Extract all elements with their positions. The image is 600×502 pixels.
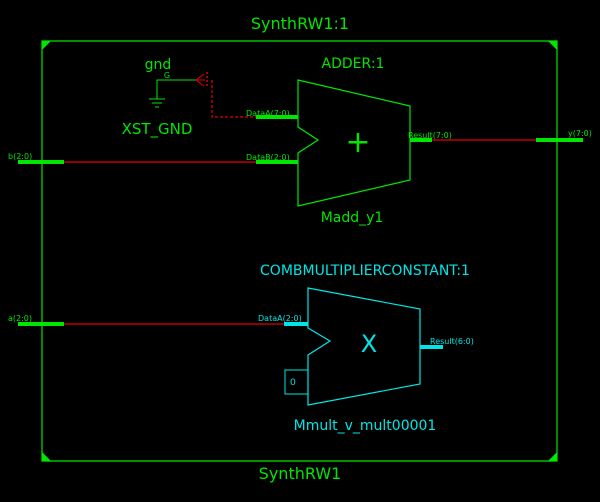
adder-type-label: ADDER:1 — [322, 56, 385, 72]
gnd-instance-label: XST_GND — [122, 120, 193, 139]
module-name-label: SynthRW1 — [259, 464, 342, 483]
port-a[interactable]: a(2:0) — [8, 314, 64, 326]
adder-plus-symbol: + — [345, 125, 370, 160]
gnd-wire — [156, 79, 196, 99]
adder-pin-dataa-label: DataA(7:0) — [246, 109, 290, 118]
multiplier-block[interactable]: COMBMULTIPLIERCONSTANT:1 X DataA(2:0) Re… — [258, 263, 474, 434]
adder-pin-datab-label: DataB(2:0) — [246, 153, 290, 162]
port-y[interactable]: y(7:0) — [536, 129, 592, 142]
frame-corner-bottom-right — [548, 452, 557, 461]
gnd-title: gnd — [145, 57, 172, 73]
multiplier-pin-dataa-label: DataA(2:0) — [258, 314, 302, 323]
multiplier-pin-result-label: Result(6:0) — [430, 337, 474, 346]
frame-corner-bottom-left — [42, 452, 51, 461]
module-instance-label: SynthRW1:1 — [251, 14, 349, 33]
port-b-label: b(2:0) — [8, 152, 32, 161]
adder-block[interactable]: ADDER:1 + DataA(7:0) DataB(2:0) Result(7… — [246, 56, 452, 226]
adder-body[interactable] — [297, 79, 411, 207]
port-a-label: a(2:0) — [8, 314, 32, 323]
port-y-label: y(7:0) — [568, 129, 592, 138]
net-gnd-to-adder[interactable] — [211, 80, 256, 118]
port-b[interactable]: b(2:0) — [8, 152, 64, 164]
ground-symbol[interactable]: gnd G XST_GND — [122, 57, 208, 139]
frame-corner-top-left — [42, 41, 51, 50]
gnd-pin-label: G — [164, 71, 170, 80]
nets — [64, 79, 536, 325]
multiplier-x-symbol: X — [361, 330, 377, 358]
multiplier-type-label: COMBMULTIPLIERCONSTANT:1 — [260, 263, 470, 279]
adder-pin-result-label: Result(7:0) — [408, 131, 452, 140]
multiplier-constant-box[interactable] — [284, 369, 309, 395]
frame-corner-top-right — [548, 41, 557, 50]
multiplier-constant-value: 0 — [290, 378, 296, 388]
gnd-output-chevron — [195, 73, 205, 87]
adder-instance-label: Madd_y1 — [321, 210, 384, 226]
multiplier-instance-label: Mmult_v_mult00001 — [294, 418, 437, 434]
